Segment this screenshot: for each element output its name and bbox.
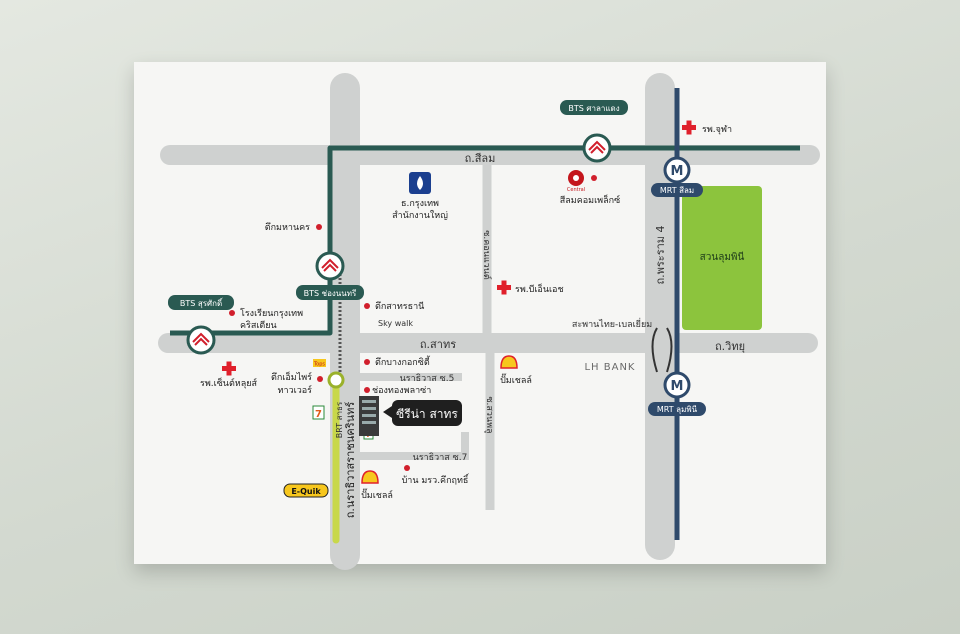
bangkok-bank-logo-shape — [417, 176, 423, 190]
lh-bank-label: LH BANK — [584, 362, 635, 373]
sathorn-thani-label: ตึกสาทรธานี — [375, 301, 424, 312]
label-brt: BRT สาธร — [335, 401, 344, 438]
bangkok-bank-label-2: สำนักงานใหญ่ — [392, 210, 448, 221]
empire-tower-label-1: ตึกเอ็มไพร์ — [271, 370, 312, 383]
bnh-hospital-label: รพ.บีเอ็นเอช — [515, 282, 564, 295]
building-icon — [359, 396, 379, 436]
bts-chong-nonsi-label: BTS ช่องนนทรี — [304, 289, 357, 298]
label-suan-phlu: ซ.สวนพลู — [484, 396, 494, 433]
seven-eleven-label: 7 — [315, 409, 322, 420]
poi-dot — [364, 359, 370, 365]
equik-icon — [283, 483, 329, 498]
equik-label: E-Quik — [291, 487, 321, 496]
bcc-label-2: คริสเตียน — [240, 320, 277, 331]
poi-dot — [364, 303, 370, 309]
st-louis-hospital-label: รพ.เซ็นต์หลุยส์ — [200, 376, 258, 389]
hospital-icon — [682, 120, 696, 135]
project-label: ซีรีน่า สาทร — [396, 407, 458, 421]
label-convent: ซ.คอนแวนต์ — [481, 230, 493, 280]
label-silom: ถ.สีลม — [465, 152, 496, 165]
bts-icon — [321, 258, 339, 272]
mrt-lumphini-label: MRT ลุมพินี — [657, 405, 698, 414]
road-narathiwat-soi-7 — [360, 432, 469, 460]
mrt-station-silom[interactable]: M MRT สีลม — [651, 156, 703, 197]
mrt-icon: M — [671, 164, 684, 179]
seven-eleven-icon — [312, 405, 325, 420]
pointer-arrow-icon — [383, 406, 392, 418]
mahanakhon-label: ตึกมหานคร — [265, 222, 310, 233]
label-narathiwat-soi-7: นราธิวาส ซ.7 — [413, 452, 468, 463]
poi-dot — [364, 387, 370, 393]
mrt-station-lumphini[interactable]: M MRT ลุมพินี — [648, 371, 706, 416]
empire-tower-label-2: ทาวเวอร์ — [278, 384, 313, 396]
mrt-icon: M — [671, 379, 684, 394]
shell-label-2: ปั๊มเชลล์ — [361, 488, 393, 501]
central-logo-text: Central — [567, 187, 585, 193]
bts-icon — [192, 332, 210, 346]
tops-label: Tops — [313, 362, 325, 368]
hospital-icon — [497, 280, 511, 295]
central-icon — [568, 170, 584, 186]
bts-station-surasak[interactable]: BTS สุรศักดิ์ — [168, 295, 234, 355]
label-skywalk: Sky walk — [378, 319, 413, 328]
label-witthayu: ถ.วิทยุ — [715, 340, 745, 353]
bangkok-bank-label-1: ธ.กรุงเทพ — [401, 199, 439, 209]
poi-dot — [404, 465, 410, 471]
poi-dot — [229, 310, 235, 316]
tops-icon — [313, 359, 326, 367]
poi-dot — [591, 175, 597, 181]
bts-station-sala-daeng[interactable]: BTS ศาลาแดง — [560, 100, 628, 163]
road-network — [158, 73, 820, 570]
shell-label-1: ปั๊มเชลล์ — [500, 373, 532, 386]
bts-line — [170, 145, 800, 336]
hospital-icon — [222, 361, 236, 376]
bts-icon — [588, 140, 606, 154]
shell-icon — [500, 355, 518, 369]
label-narathiwat-soi-5: นราธิวาส ซ.5 — [400, 373, 455, 384]
silom-complex-label: สีลมคอมเพล็กซ์ — [560, 193, 620, 206]
bridge-icon-right — [666, 327, 673, 373]
bts-station-chong-nonsi[interactable]: BTS ช่องนนทรี — [296, 251, 364, 300]
label-bridge: สะพานไทย-เบลเยี่ยม — [572, 317, 652, 330]
bts-sala-daeng-label: BTS ศาลาแดง — [568, 104, 619, 113]
label-rama4: ถ.พระราม 4 — [654, 225, 667, 284]
label-narathiwat: ถ.นราธิวาสราชนครินทร์ — [344, 402, 357, 519]
project-label-box[interactable] — [392, 400, 462, 426]
bts-surasak-label: BTS สุรศักดิ์ — [180, 297, 224, 308]
poi-dot — [316, 224, 322, 230]
chula-hospital-label: รพ.จุฬา — [702, 124, 732, 135]
bangkok-city-label: ตึกบางกอกซิตี้ — [375, 355, 431, 368]
shell-icon — [361, 470, 379, 484]
chong-thong-label: ช่องทองพลาซ่า — [372, 386, 431, 396]
bcc-label-1: โรงเรียนกรุงเทพ — [240, 308, 303, 319]
lumphini-park — [682, 186, 762, 330]
park-label: สวนลุมพินี — [700, 251, 745, 263]
poi-dot — [317, 376, 323, 382]
bridge-icon — [651, 327, 658, 373]
mrt-silom-label: MRT สีลม — [660, 186, 694, 195]
brt-station-icon[interactable] — [327, 371, 345, 389]
ban-mrw-label: บ้าน มรว.คึกฤทธิ์ — [402, 473, 470, 486]
label-sathorn: ถ.สาทร — [420, 338, 456, 351]
